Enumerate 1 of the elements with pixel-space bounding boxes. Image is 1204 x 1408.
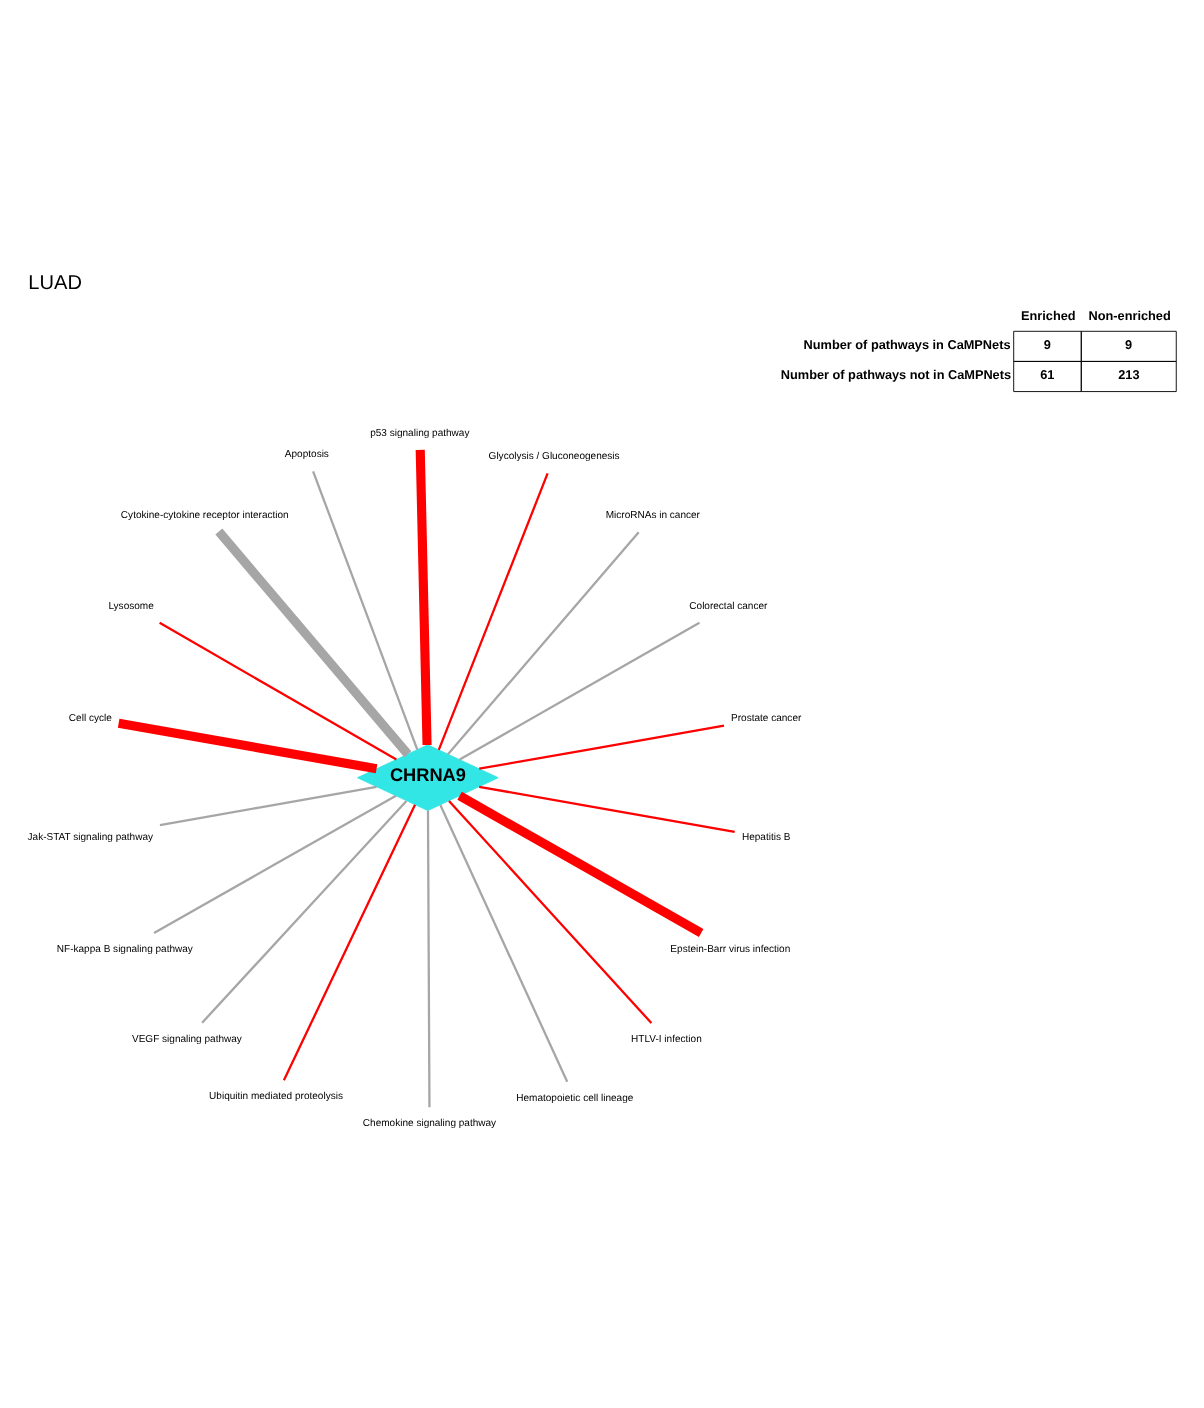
diagram-title: LUAD — [28, 272, 82, 295]
